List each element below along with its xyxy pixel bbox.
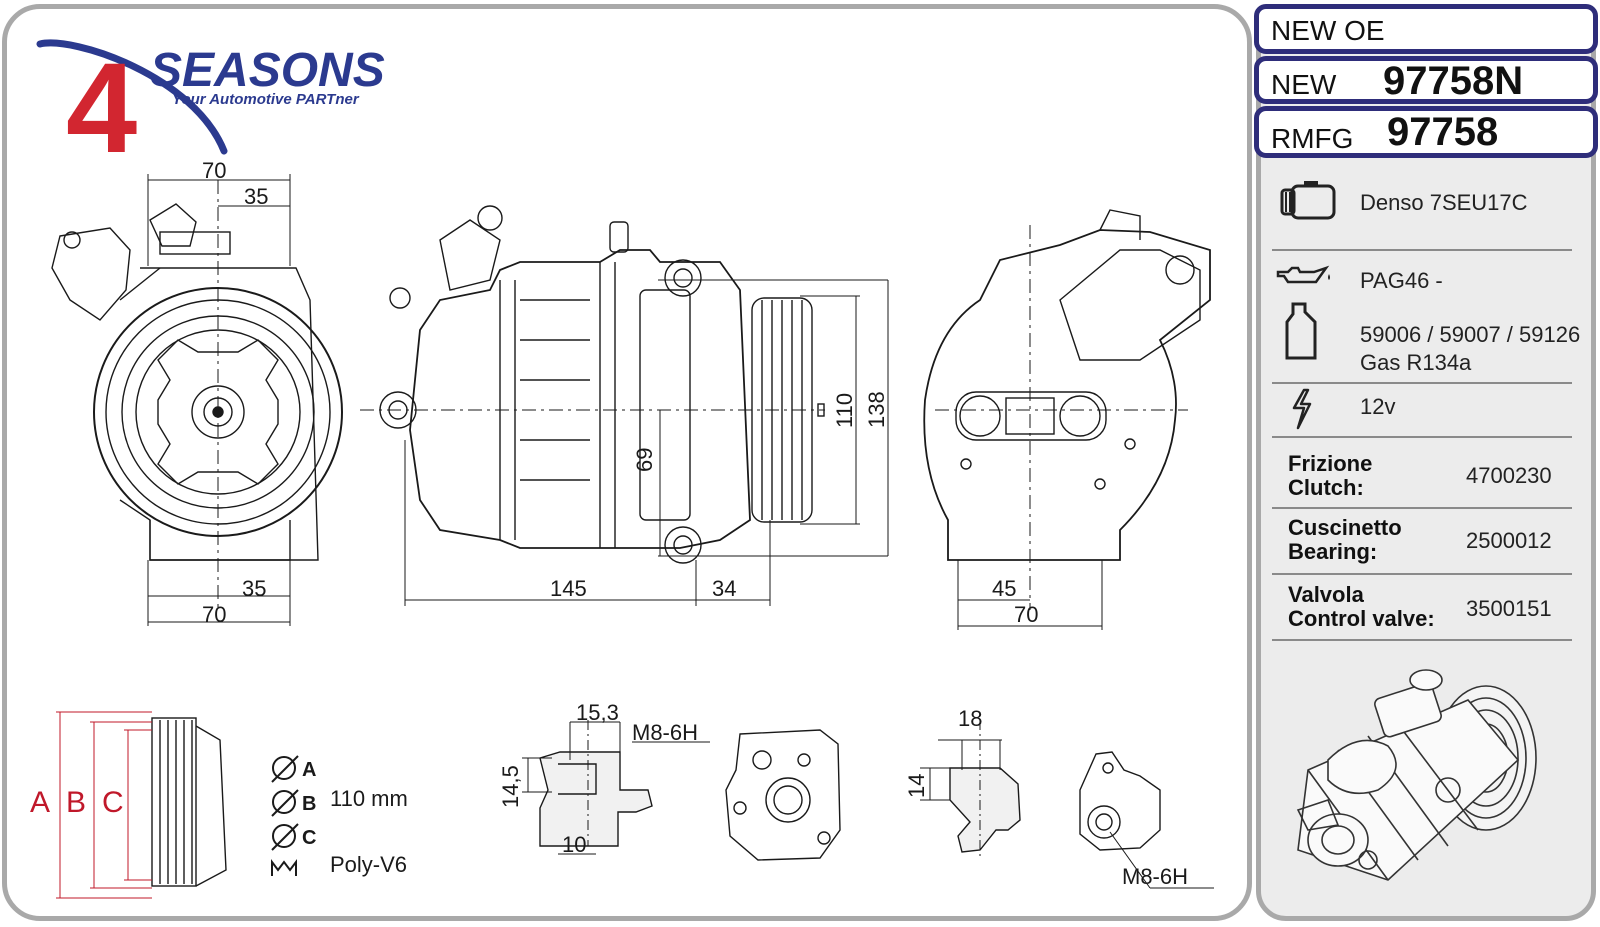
- pulley-label-b: B: [66, 786, 86, 819]
- new-oe-label: NEW OE: [1271, 15, 1385, 46]
- oil-references: 59006 / 59007 / 59126: [1360, 322, 1581, 347]
- logo-swoosh: [36, 39, 228, 155]
- new-number-box: NEW 97758N: [1254, 56, 1598, 104]
- refrigerant-gas: Gas R134a: [1360, 350, 1472, 375]
- oil-type: PAG46 -: [1360, 268, 1443, 293]
- dim-front-top-width: 70: [202, 158, 226, 183]
- logo-tagline: Your Automotive PARTner: [172, 91, 360, 108]
- dim-side-pulley-length: 34: [712, 576, 736, 601]
- voltage: 12v: [1360, 394, 1396, 419]
- divider: [1272, 249, 1572, 251]
- new-part-number: 97758N: [1383, 59, 1524, 103]
- belt-icon: [271, 859, 297, 876]
- dim-side-center-height: 69: [632, 448, 657, 472]
- front-view: [51, 180, 343, 610]
- oil-bottle-icon: [1285, 302, 1317, 360]
- logo-digit: 4: [66, 37, 137, 162]
- divider: [1272, 507, 1572, 509]
- port2-thread: M8-6H: [1122, 864, 1188, 889]
- diameter-icon: [271, 755, 299, 851]
- dim-side-pulley-dia: 110: [832, 393, 857, 428]
- port-2-face: [1079, 751, 1214, 889]
- compressor-icon: [1280, 181, 1336, 220]
- diameter-label-c: C: [302, 827, 316, 849]
- port1-height: 14,5: [498, 765, 523, 808]
- dim-front-top-half: 35: [244, 184, 268, 209]
- rmfg-part-number: 97758: [1387, 110, 1499, 154]
- port1-thread: M8-6H: [632, 720, 698, 745]
- divider: [1272, 573, 1572, 575]
- belt-type: Poly-V6: [330, 852, 407, 877]
- dim-front-bottom-width: 70: [202, 602, 226, 627]
- side-dimensions: [404, 279, 889, 606]
- port1-depth: 10: [562, 832, 586, 857]
- valve-value: 3500151: [1466, 596, 1552, 621]
- dim-rear-offset: 45: [992, 576, 1016, 601]
- brand-logo: 4 SEASONS Your Automotive PARTner: [36, 37, 385, 162]
- port2-height: 14: [904, 774, 929, 798]
- rmfg-number-box: RMFG 97758: [1254, 106, 1598, 158]
- pulley-label-a: A: [30, 786, 50, 819]
- divider: [1272, 436, 1572, 438]
- dim-side-body-length: 145: [550, 576, 587, 601]
- port1-width: 15,3: [576, 700, 619, 725]
- port-2-section: [920, 720, 1021, 860]
- drawing-panel: [2, 4, 1252, 921]
- port2-width: 18: [958, 706, 982, 731]
- new-oe-box: NEW OE: [1254, 4, 1598, 54]
- lightning-icon: [1292, 388, 1312, 430]
- rear-view: [923, 209, 1211, 610]
- logo-name: SEASONS: [150, 44, 385, 97]
- divider: [1272, 382, 1572, 384]
- pulley-label-c: C: [102, 786, 124, 819]
- pulley-detail: [56, 711, 227, 899]
- compressor-model: Denso 7SEU17C: [1360, 190, 1528, 215]
- dim-rear-width: 70: [1014, 602, 1038, 627]
- divider: [1272, 639, 1572, 641]
- new-label: NEW: [1271, 69, 1337, 100]
- dim-front-bottom-half: 35: [242, 576, 266, 601]
- rear-dimensions: [957, 560, 1103, 630]
- technical-drawing: 70 35 35 70 145 34 69 110 138 45 70 A B …: [30, 158, 1214, 899]
- diameter-label-b: B: [302, 793, 316, 815]
- pulley-diameter: 110 mm: [330, 786, 408, 811]
- diameter-label-a: A: [302, 759, 316, 781]
- front-dimensions: [147, 174, 291, 626]
- rmfg-label: RMFG: [1271, 123, 1354, 154]
- dim-side-total-height: 138: [864, 391, 889, 428]
- compressor-3d-image: [1296, 669, 1537, 881]
- side-view: [360, 205, 825, 564]
- port-1-section: [522, 720, 710, 855]
- bearing-value: 2500012: [1466, 528, 1552, 553]
- oil-can-icon: [1276, 265, 1330, 284]
- clutch-value: 4700230: [1466, 463, 1552, 488]
- port-1-face: [725, 729, 841, 861]
